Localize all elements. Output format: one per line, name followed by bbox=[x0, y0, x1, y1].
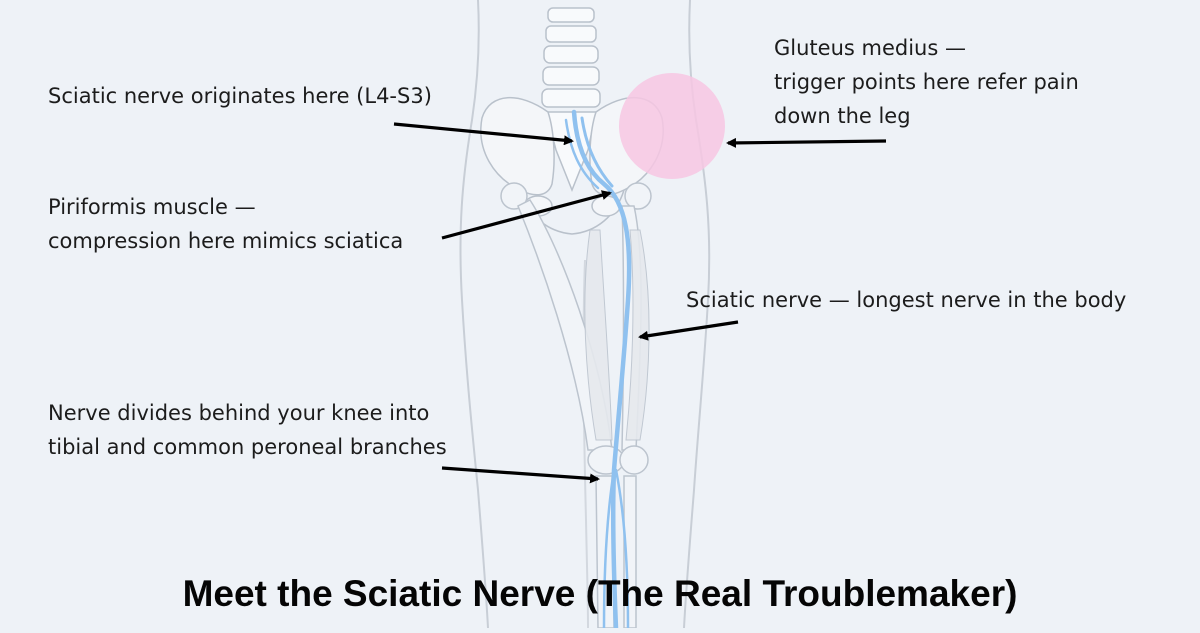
label-knee-division: Nerve divides behind your knee into tibi… bbox=[48, 396, 447, 464]
gluteus-medius-highlight bbox=[619, 73, 725, 179]
label-gluteus-line-3: down the leg bbox=[774, 99, 1079, 133]
label-knee-line-1: Nerve divides behind your knee into bbox=[48, 396, 447, 430]
page-title: Meet the Sciatic Nerve (The Real Trouble… bbox=[0, 573, 1200, 615]
label-sciatic-line-1: Sciatic nerve — longest nerve in the bod… bbox=[686, 283, 1126, 317]
label-sciatic-nerve: Sciatic nerve — longest nerve in the bod… bbox=[686, 283, 1126, 317]
arrow-knee bbox=[442, 468, 598, 479]
label-piriformis-line-1: Piriformis muscle — bbox=[48, 190, 403, 224]
label-gluteus-line-2: trigger points here refer pain bbox=[774, 65, 1079, 99]
label-nerve-origin: Sciatic nerve originates here (L4-S3) bbox=[48, 79, 432, 113]
thigh-muscles bbox=[585, 230, 649, 440]
label-piriformis-line-2: compression here mimics sciatica bbox=[48, 224, 403, 258]
arrow-gluteus bbox=[728, 141, 886, 143]
arrow-sciatic bbox=[640, 322, 738, 337]
label-knee-line-2: tibial and common peroneal branches bbox=[48, 430, 447, 464]
label-gluteus-line-1: Gluteus medius — bbox=[774, 31, 1079, 65]
label-gluteus-medius: Gluteus medius — trigger points here ref… bbox=[774, 31, 1079, 133]
label-nerve-origin-line-1: Sciatic nerve originates here (L4-S3) bbox=[48, 79, 432, 113]
label-piriformis: Piriformis muscle — compression here mim… bbox=[48, 190, 403, 258]
